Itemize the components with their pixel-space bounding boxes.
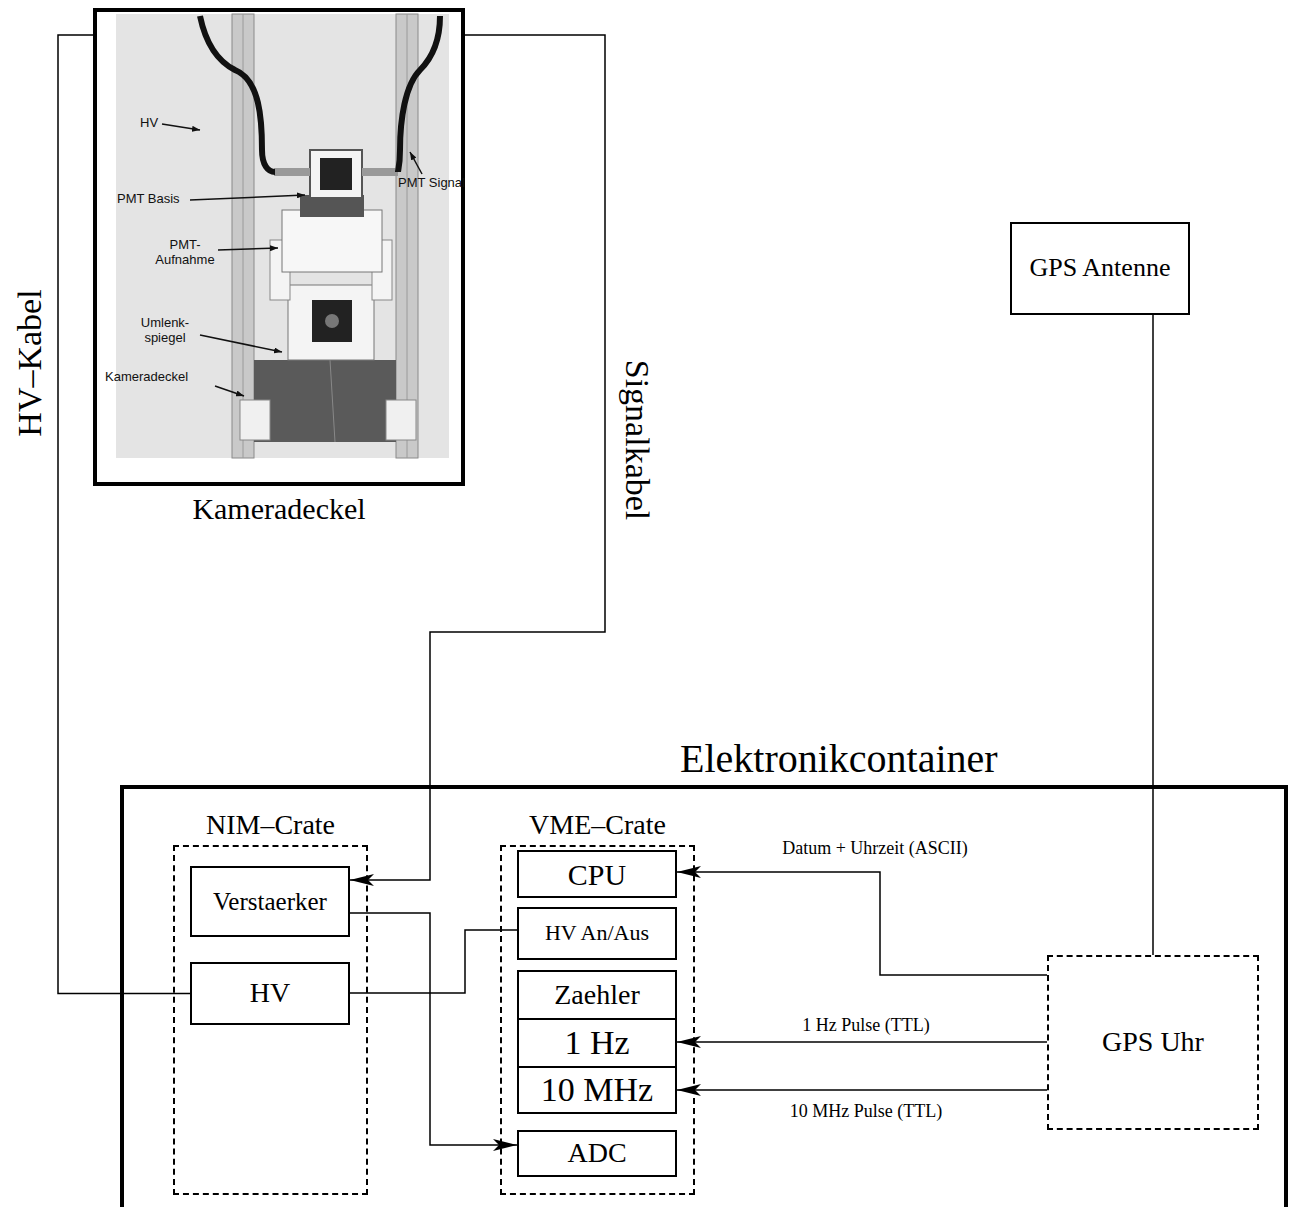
part-label: Kameradeckel	[105, 370, 188, 385]
box-heading: Elektronikcontainer	[680, 737, 998, 781]
box-label: GPS Uhr	[1102, 1027, 1204, 1058]
part-label: PMT- Aufnahme	[150, 238, 220, 268]
connector	[677, 1041, 1047, 1043]
leader-line	[218, 248, 278, 250]
box-label: GPS Antenne	[1030, 254, 1171, 283]
rail-groove	[243, 14, 244, 458]
camera-lid	[254, 360, 396, 442]
crate-box: NIM–CrateVerstaerkerHV	[173, 845, 368, 1195]
connector	[350, 930, 517, 993]
box-heading: VME–Crate	[502, 810, 693, 841]
pmt-base	[310, 150, 362, 198]
module-box: HV	[190, 962, 350, 1025]
connector	[677, 872, 1047, 975]
module-box: Zaehler	[517, 970, 677, 1020]
box-label: CPU	[568, 858, 626, 891]
module-box: 1 Hz	[517, 1018, 677, 1068]
module-box: ADC	[517, 1130, 677, 1177]
box-label: HV An/Aus	[545, 921, 649, 945]
container-box: ElektronikcontainerNIM–CrateVerstaerkerH…	[120, 785, 1288, 1207]
edge-label: Datum + Uhrzeit (ASCII)	[780, 839, 970, 859]
edge-label: Signalkabel	[618, 358, 655, 523]
photo-ground	[116, 14, 449, 458]
photo-frame: Kameradeckel	[93, 8, 465, 486]
leader-line	[215, 386, 244, 396]
antenna-box: GPS Antenne	[1010, 222, 1190, 315]
box-label: 10 MHz	[541, 1071, 653, 1108]
mirror-centre	[325, 314, 339, 328]
box-label: ADC	[567, 1138, 626, 1169]
part-label: HV	[140, 116, 158, 131]
module-box: CPU	[517, 850, 677, 898]
bracket	[386, 400, 416, 440]
module-box: Verstaerker	[190, 866, 350, 937]
mirror	[312, 300, 352, 342]
box-label: Verstaerker	[213, 888, 327, 916]
connector	[350, 913, 517, 1145]
box-label: 1 Hz	[564, 1024, 629, 1061]
pmt-holder	[282, 210, 382, 272]
connector	[1152, 315, 1154, 955]
leader-line	[162, 124, 200, 130]
edge-label: 10 MHz Pulse (TTL)	[788, 1102, 944, 1122]
module-box: 10 MHz	[517, 1066, 677, 1114]
module-box: HV An/Aus	[517, 907, 677, 960]
connector	[362, 168, 398, 176]
leader-line	[410, 152, 422, 174]
connector	[677, 1089, 1047, 1091]
box-label: HV	[250, 978, 290, 1009]
leader-line	[200, 335, 282, 352]
part-label: PMT Signal	[398, 176, 465, 191]
signal-cable	[398, 16, 440, 172]
edge-label: HV–Kabel	[11, 287, 48, 438]
rail-groove	[407, 14, 408, 458]
bracket	[240, 400, 270, 440]
part-label: Umlenk- spiegel	[133, 316, 197, 346]
mirror-box	[288, 285, 374, 360]
box-heading: Kameradeckel	[97, 492, 461, 525]
box-label: Zaehler	[554, 980, 640, 1011]
connector	[274, 168, 310, 176]
leader-line	[190, 195, 305, 200]
edge-label: 1 Hz Pulse (TTL)	[800, 1016, 931, 1036]
pmt-base-face	[320, 158, 352, 190]
connector	[58, 35, 190, 994]
clock-box: GPS Uhr	[1047, 955, 1259, 1130]
hv-cable	[200, 16, 275, 172]
connector	[350, 35, 605, 880]
crate-box: VME–CrateCPUHV An/AusZaehler1 Hz10 MHzAD…	[500, 845, 695, 1195]
box-heading: NIM–Crate	[175, 810, 366, 841]
seam	[330, 360, 335, 442]
part-label: PMT Basis	[117, 192, 180, 207]
